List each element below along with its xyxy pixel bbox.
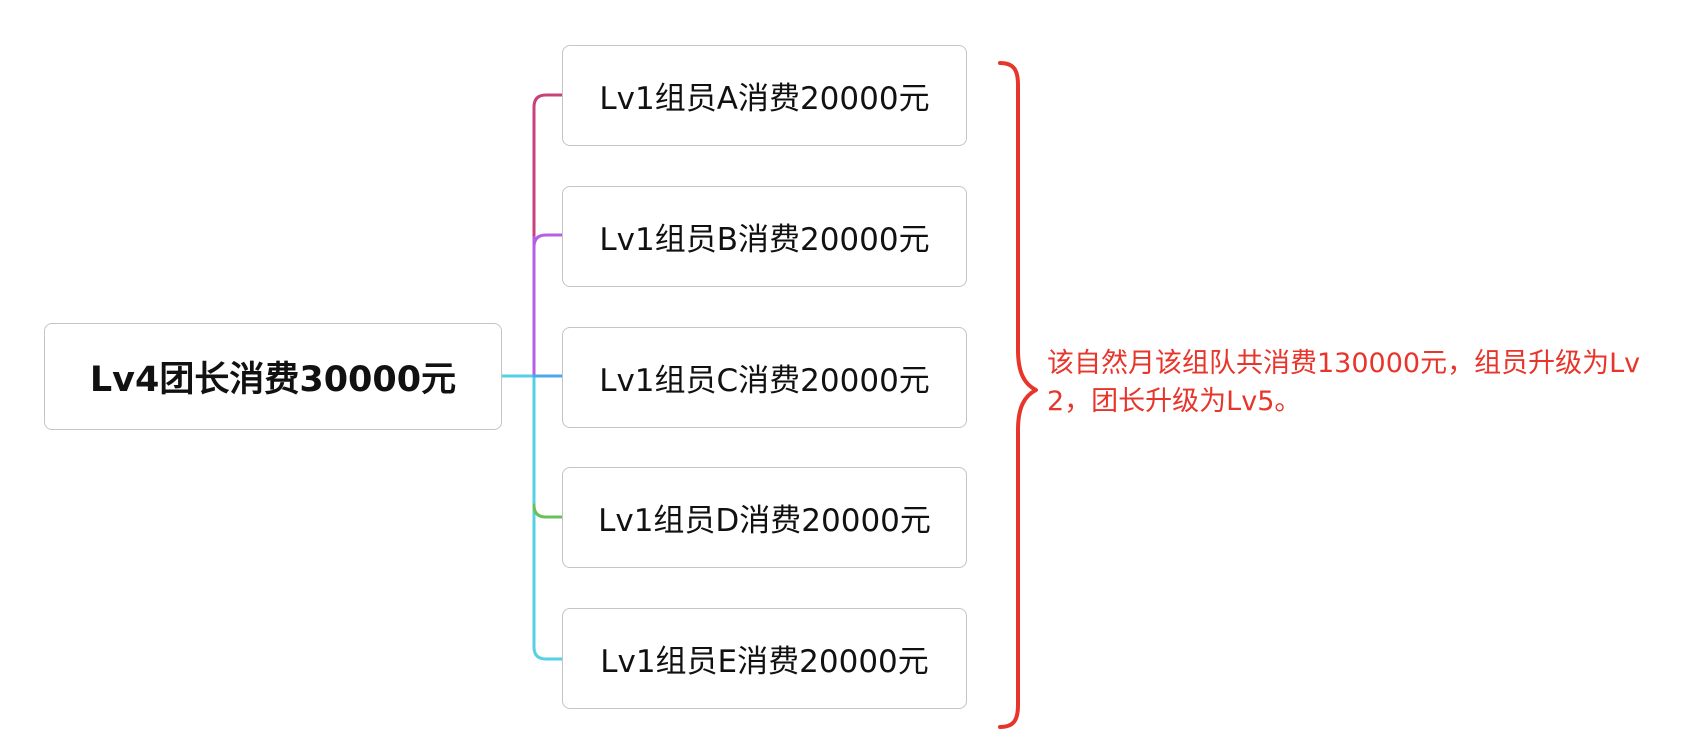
- root-node-label: Lv4团长消费30000元: [89, 360, 457, 400]
- member-node-c: Lv1组员C消费20000元: [562, 327, 967, 428]
- member-node-label: Lv1组员C消费20000元: [599, 363, 930, 399]
- member-node-d: Lv1组员D消费20000元: [562, 467, 967, 568]
- branch-a-line: [532, 93, 564, 109]
- member-node-b: Lv1组员B消费20000元: [562, 186, 967, 287]
- member-node-label: Lv1组员E消费20000元: [600, 644, 929, 680]
- member-node-label: Lv1组员D消费20000元: [598, 503, 931, 539]
- member-node-e: Lv1组员E消费20000元: [562, 608, 967, 709]
- member-node-a: Lv1组员A消费20000元: [562, 45, 967, 146]
- root-node: Lv4团长消费30000元: [44, 323, 502, 430]
- branch-e-line: [532, 645, 564, 661]
- summary-brace: [998, 61, 1038, 729]
- branch-d-line: [532, 503, 564, 519]
- summary-note: 该自然月该组队共消费130000元，组员升级为Lv2，团长升级为Lv5。: [1047, 348, 1641, 417]
- member-node-label: Lv1组员A消费20000元: [599, 81, 930, 117]
- branch-b-line: [532, 233, 564, 249]
- member-node-label: Lv1组员B消费20000元: [599, 222, 930, 258]
